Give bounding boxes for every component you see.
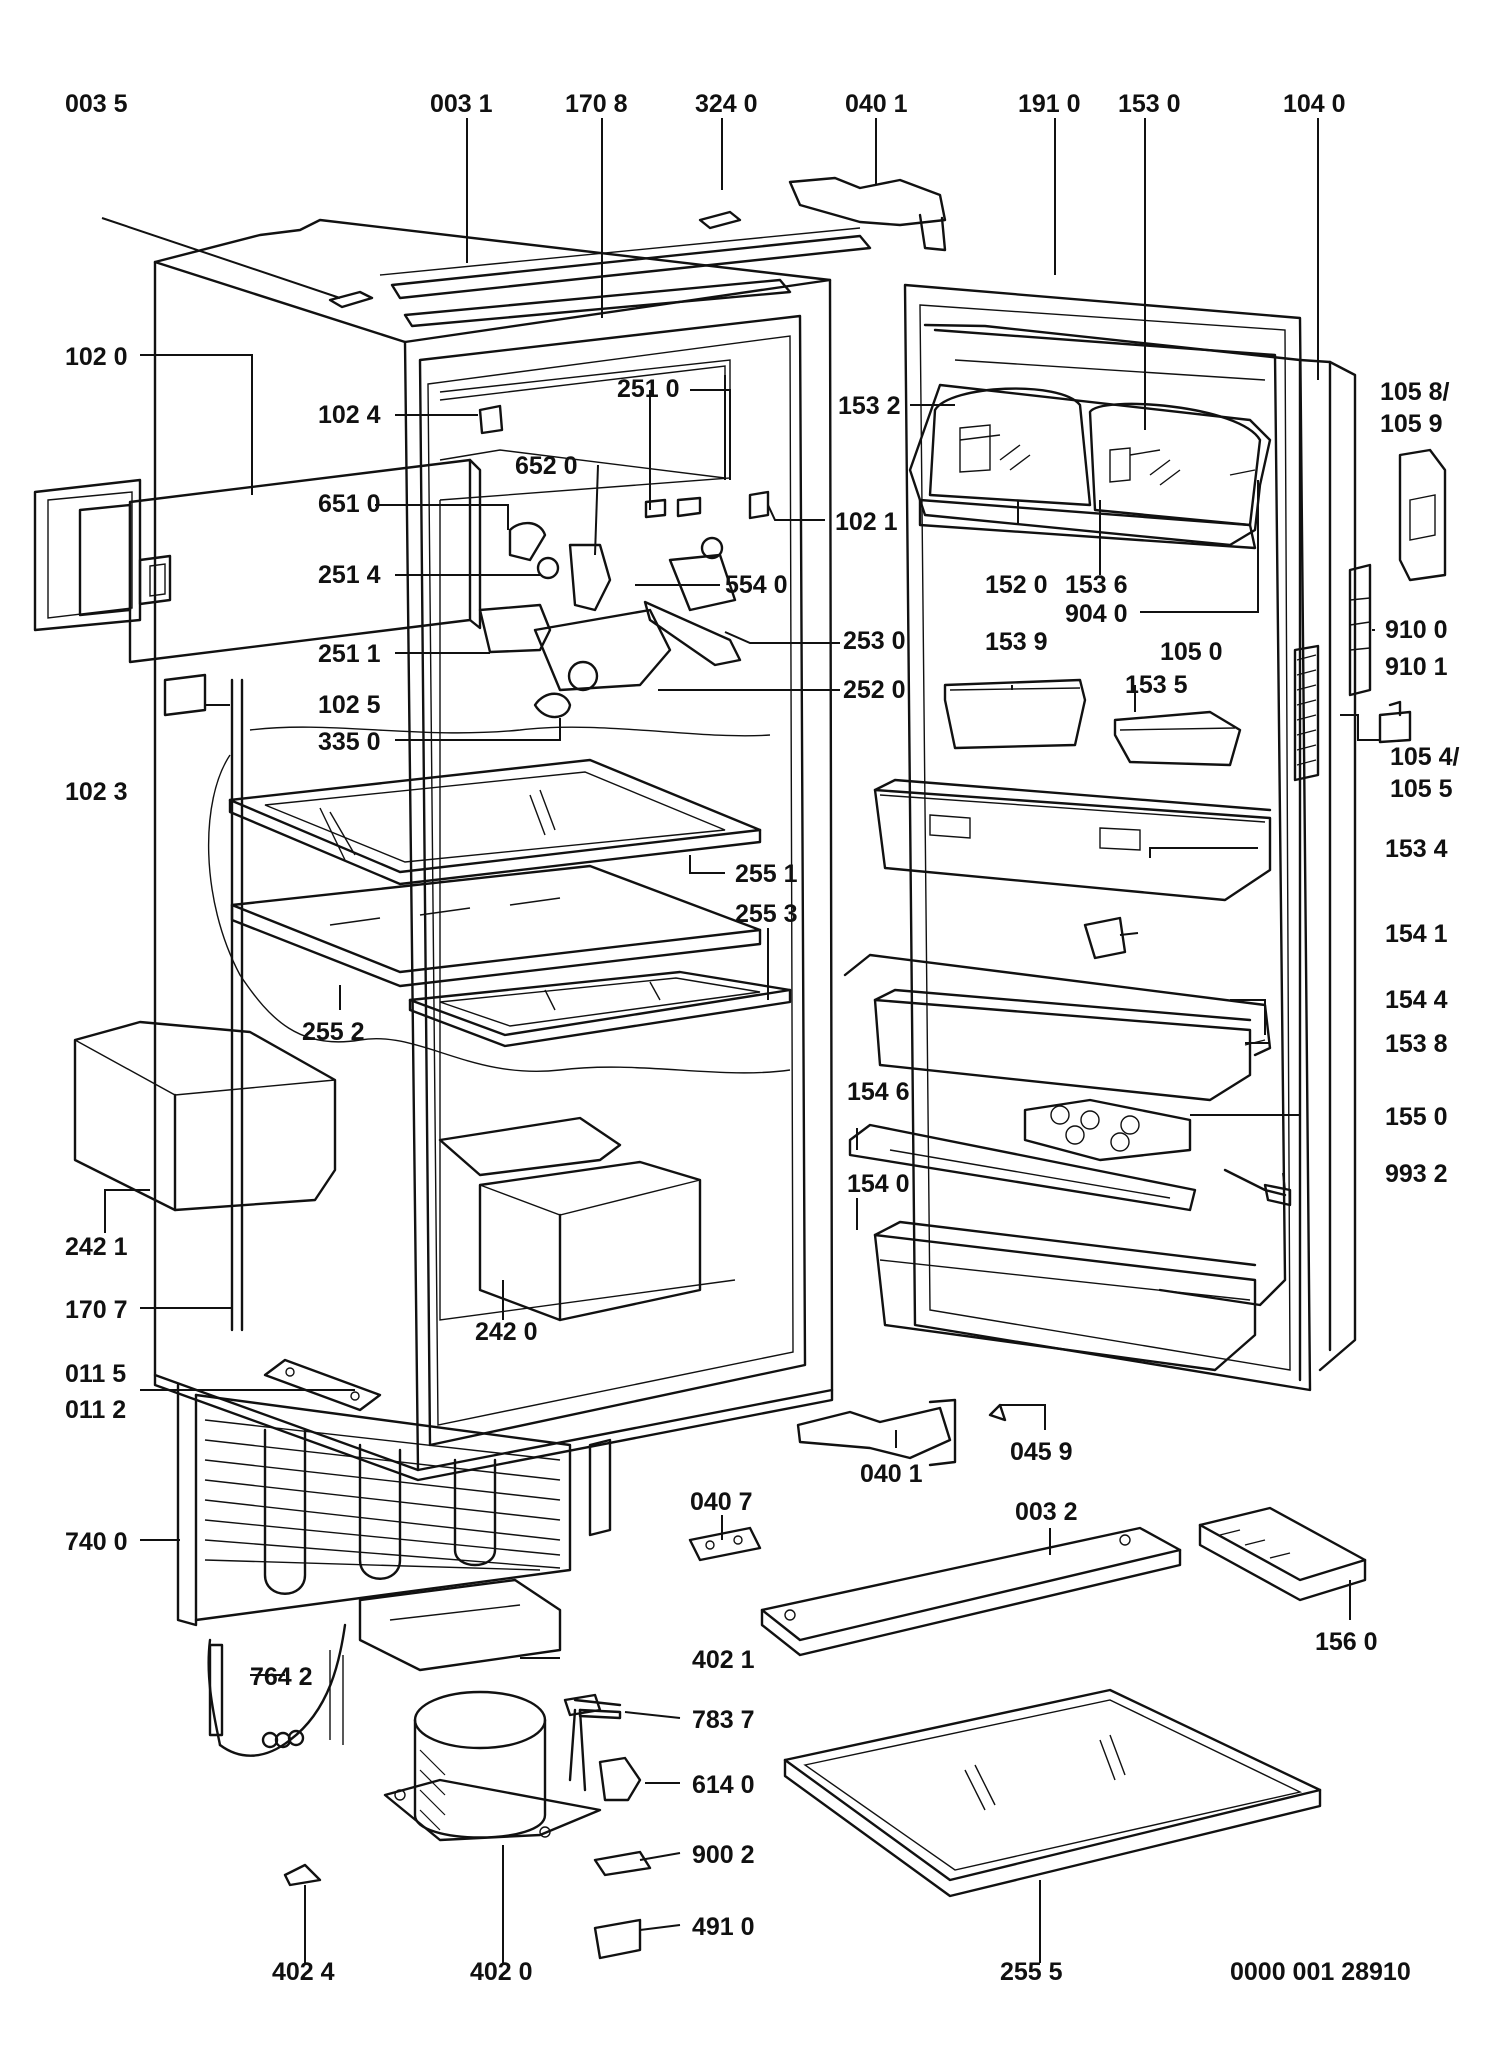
label-102-0: 102 0 — [65, 343, 128, 371]
label-651-0: 651 0 — [318, 490, 381, 518]
label-402-4: 402 4 — [272, 1958, 335, 1986]
label-154-4: 154 4 — [1385, 986, 1448, 1014]
label-251-0: 251 0 — [617, 375, 680, 403]
label-170-7: 170 7 — [65, 1296, 128, 1324]
label-105-5: 105 5 — [1390, 775, 1453, 803]
label-003-1: 003 1 — [430, 90, 493, 118]
crisper-drawers — [73, 1020, 702, 1322]
label-402-0: 402 0 — [470, 1958, 533, 1986]
label-105-8-105-9: 105 8/ 105 9 — [1380, 378, 1456, 438]
label-252-0: 252 0 — [843, 676, 906, 704]
door-racks — [843, 778, 1292, 1372]
label-153-2: 153 2 — [838, 392, 901, 420]
label-040-7: 040 7 — [690, 1488, 753, 1516]
label-900-2: 900 2 — [692, 1841, 755, 1869]
label-910-1: 910 1 — [1385, 653, 1448, 681]
label-491-0: 491 0 — [692, 1913, 755, 1941]
butter-compartment — [908, 383, 1272, 550]
label-242-0: 242 0 — [475, 1318, 538, 1346]
label-910-0: 910 0 — [1385, 616, 1448, 644]
part-labels: 003 5 003 1 170 8 324 0 040 1 191 0 153 … — [65, 90, 1466, 1986]
bottom-glass-shelf — [783, 1688, 1322, 1898]
label-242-1: 242 1 — [65, 1233, 128, 1261]
label-764-2: 764 2 — [250, 1663, 313, 1691]
label-255-2: 255 2 — [302, 1018, 365, 1046]
egg-holders — [943, 678, 1242, 767]
label-153-6: 153 6 — [1065, 571, 1128, 599]
label-102-4: 102 4 — [318, 401, 381, 429]
label-255-5: 255 5 — [1000, 1958, 1063, 1986]
label-253-0: 253 0 — [843, 627, 906, 655]
label-102-5: 102 5 — [318, 691, 381, 719]
small-electrical-parts — [283, 1526, 762, 1960]
condenser-compressor — [176, 1383, 612, 1842]
label-105-4-105-5: 105 4/ 105 5 — [1390, 743, 1466, 803]
label-156-0: 156 0 — [1315, 1628, 1378, 1656]
label-105-9: 105 9 — [1380, 410, 1443, 438]
label-904-0: 904 0 — [1065, 600, 1128, 628]
label-335-0: 335 0 — [318, 728, 381, 756]
label-554-0: 554 0 — [725, 571, 788, 599]
label-740-0: 740 0 — [65, 1528, 128, 1556]
label-324-0: 324 0 — [695, 90, 758, 118]
label-040-1-top: 040 1 — [845, 90, 908, 118]
label-153-5: 153 5 — [1125, 671, 1188, 699]
label-154-0: 154 0 — [847, 1170, 910, 1198]
label-105-8: 105 8/ — [1380, 378, 1450, 406]
label-011-5: 011 5 — [65, 1360, 126, 1388]
door-small-parts — [988, 448, 1447, 1422]
label-003-2: 003 2 — [1015, 1498, 1078, 1526]
label-652-0: 652 0 — [515, 452, 578, 480]
label-191-0: 191 0 — [1018, 90, 1081, 118]
label-251-4: 251 4 — [318, 561, 381, 589]
label-104-0: 104 0 — [1283, 90, 1346, 118]
label-003-5: 003 5 — [65, 90, 128, 118]
glass-shelves — [228, 758, 792, 1048]
leader-lines — [101, 118, 1380, 1963]
label-040-1-bottom: 040 1 — [860, 1460, 923, 1488]
label-045-9: 045 9 — [1010, 1438, 1073, 1466]
label-153-4: 153 4 — [1385, 835, 1448, 863]
cabinet — [153, 218, 872, 1482]
label-011-2: 011 2 — [65, 1396, 126, 1424]
label-251-1: 251 1 — [318, 640, 381, 668]
label-153-0: 153 0 — [1118, 90, 1181, 118]
ice-tray — [1198, 1506, 1367, 1602]
freezer-door — [33, 458, 482, 664]
top-hinge — [698, 176, 957, 1467]
label-153-8: 153 8 — [1385, 1030, 1448, 1058]
drawing-number: 0000 001 28910 — [1230, 1958, 1411, 1986]
thermostat-parts — [163, 404, 770, 719]
label-993-2: 993 2 — [1385, 1160, 1448, 1188]
label-154-1: 154 1 — [1385, 920, 1448, 948]
label-102-3: 102 3 — [65, 778, 128, 806]
label-154-6: 154 6 — [847, 1078, 910, 1106]
label-255-3: 255 3 — [735, 900, 798, 928]
label-153-9: 153 9 — [985, 628, 1048, 656]
label-155-0: 155 0 — [1385, 1103, 1448, 1131]
label-614-0: 614 0 — [692, 1771, 755, 1799]
label-783-7: 783 7 — [692, 1706, 755, 1734]
label-402-1: 402 1 — [692, 1646, 755, 1674]
label-170-8: 170 8 — [565, 90, 628, 118]
fridge-door — [903, 283, 1357, 1392]
label-105-0: 105 0 — [1160, 638, 1223, 666]
label-102-1: 102 1 — [835, 508, 898, 536]
label-255-1: 255 1 — [735, 860, 798, 888]
label-105-4: 105 4/ — [1390, 743, 1460, 771]
bottom-hinge — [263, 1358, 382, 1412]
label-152-0: 152 0 — [985, 571, 1048, 599]
base-cover — [760, 1526, 1182, 1657]
